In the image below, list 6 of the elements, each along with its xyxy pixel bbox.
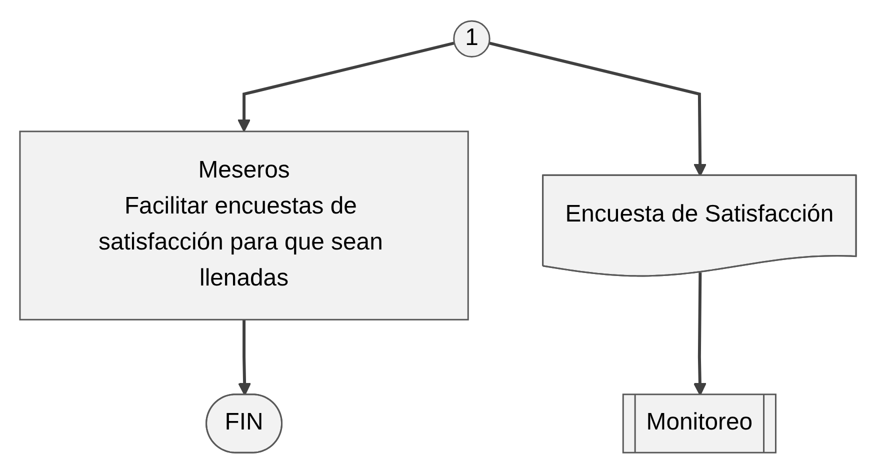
arrow	[237, 319, 251, 396]
arrow	[488, 41, 706, 176]
node-circle: 1	[452, 20, 490, 58]
arrow	[236, 41, 454, 132]
node-box: Meseros Facilitar encuestas de satisfacción para que sean llenadas	[18, 130, 468, 320]
arrow	[692, 272, 706, 396]
